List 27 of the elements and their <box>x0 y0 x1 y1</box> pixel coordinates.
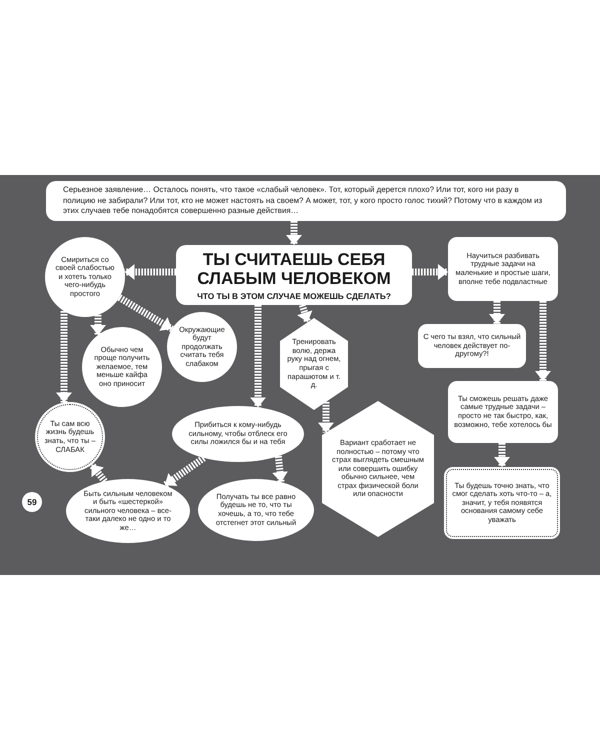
dotted-circle-bubble <box>35 402 105 472</box>
dotted-rounded-box <box>444 467 560 539</box>
arrow <box>90 314 106 335</box>
arrow <box>297 304 312 324</box>
title-box <box>176 245 412 305</box>
arrow <box>494 443 510 467</box>
arrow <box>318 402 334 433</box>
arrow <box>56 311 72 403</box>
arrow <box>489 301 505 324</box>
subtitle-text: ЧТО ТЫ В ЭТОМ СЛУЧАЕ МОЖЕШЬ СДЕЛАТЬ? <box>197 290 391 300</box>
title-text: ТЫ СЧИТАЕШЬ СЕБЯ СЛАБЫМ ЧЕЛОВЕКОМ <box>196 250 392 288</box>
page-number: 59 <box>22 492 42 512</box>
arrow <box>535 301 551 381</box>
rounded-box <box>448 237 558 301</box>
rounded-box <box>448 381 558 443</box>
rounded-box <box>418 324 526 368</box>
intro-box <box>46 181 566 221</box>
arrow <box>118 294 174 332</box>
arrow <box>286 221 302 245</box>
arrow <box>124 264 176 280</box>
arrow <box>412 264 448 280</box>
arrow <box>250 305 266 408</box>
arrow <box>272 456 288 482</box>
hexagon-shape <box>280 318 348 410</box>
arrow <box>88 462 108 484</box>
hexagon-shape <box>322 401 434 537</box>
arrow <box>162 455 206 488</box>
